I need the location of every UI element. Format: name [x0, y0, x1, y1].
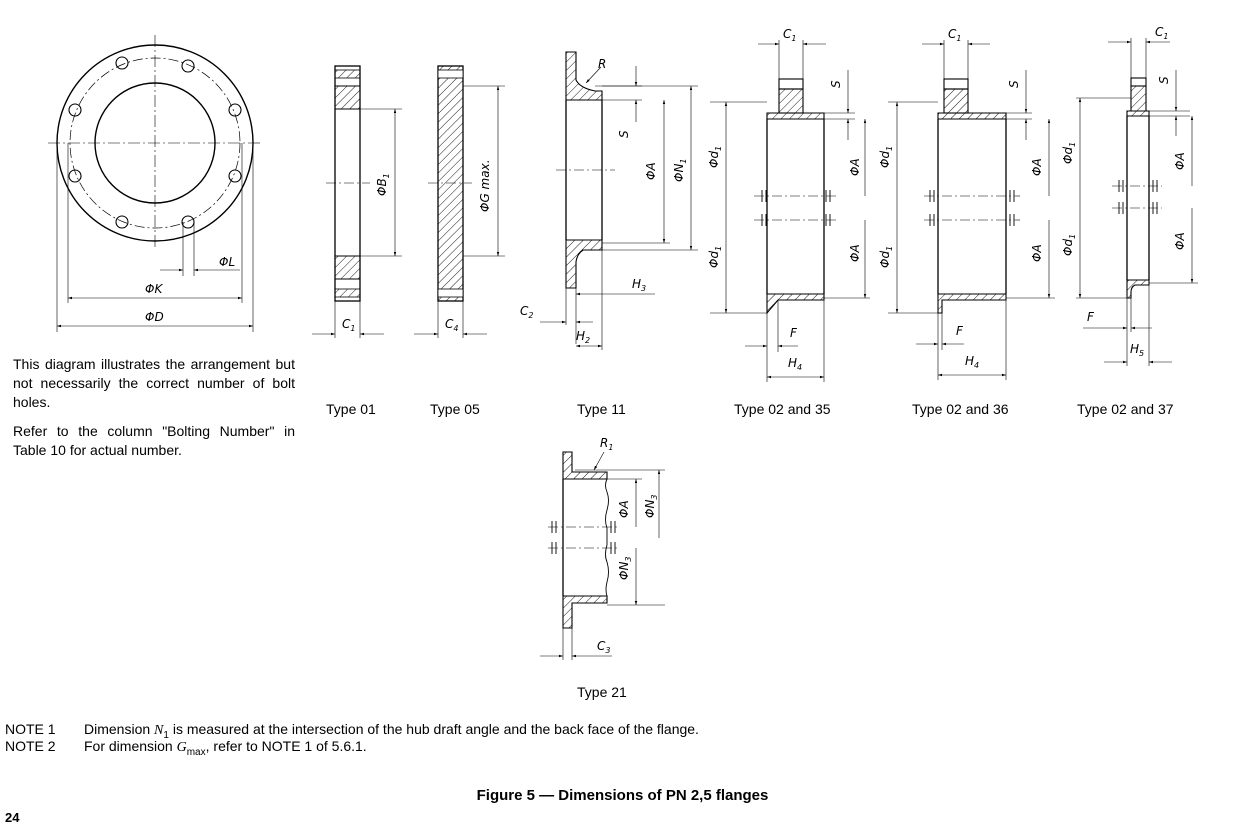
- caption-type11: Type 11: [577, 401, 626, 417]
- dim-F-type37: F: [1087, 310, 1095, 324]
- dim-L: ΦL: [219, 255, 235, 269]
- dim-d1a-type37: Φd1: [1061, 142, 1077, 164]
- type05-section: [414, 65, 505, 338]
- dim-d1b-type35: Φd1: [707, 246, 723, 268]
- type01-section: [312, 65, 402, 338]
- page-number: 24: [5, 810, 20, 825]
- dim-K: ΦK: [145, 282, 163, 296]
- dim-H4-type36: H4: [965, 354, 979, 370]
- dim-S-type11: S: [617, 130, 631, 138]
- dim-S-type37: S: [1157, 76, 1171, 84]
- dim-H5: H5: [1130, 342, 1144, 358]
- dim-F-type35: F: [790, 326, 798, 340]
- type21-section: [540, 451, 665, 660]
- dim-C4: C4: [445, 317, 458, 333]
- caption-type05: Type 05: [430, 401, 480, 417]
- type02-36-section: [888, 40, 1055, 380]
- caption-type02-36: Type 02 and 36: [912, 401, 1009, 417]
- dim-S-type36: S: [1007, 80, 1021, 88]
- dim-A2-type37: ΦA: [1173, 232, 1187, 250]
- dim-A1-type35: ΦA: [848, 158, 862, 176]
- dim-d1a-type36: Φd1: [878, 146, 894, 168]
- dim-C3: C3: [597, 639, 610, 655]
- dim-N3a: ΦN3: [643, 494, 659, 518]
- type02-37-section: [1076, 38, 1198, 366]
- dim-C1-type36: C1: [948, 27, 961, 43]
- dim-R1: R1: [600, 436, 613, 452]
- dim-D: ΦD: [145, 310, 164, 324]
- dim-C1-type35: C1: [783, 27, 796, 43]
- description-arrangement: This diagram illustrates the arrangement…: [13, 356, 295, 410]
- dim-A2-type36: ΦA: [1030, 244, 1044, 262]
- dim-d1b-type37: Φd1: [1061, 234, 1077, 256]
- caption-type21: Type 21: [577, 684, 627, 700]
- dim-S-type35: S: [829, 80, 843, 88]
- note-1-label: NOTE 1: [5, 721, 56, 737]
- dim-C2: C2: [520, 304, 533, 320]
- figure-title: Figure 5 — Dimensions of PN 2,5 flanges: [476, 787, 769, 804]
- dim-B1: ΦB1: [375, 173, 391, 196]
- note-2-text: For dimension Gmax, refer to NOTE 1 of 5…: [84, 738, 367, 758]
- dim-F-type36: F: [956, 324, 964, 338]
- note-1-text: Dimension N1 is measured at the intersec…: [84, 721, 699, 741]
- dim-N1: ΦN1: [672, 158, 688, 182]
- flange-face-view: [48, 35, 262, 332]
- dim-N3b: ΦN3: [617, 556, 633, 580]
- dim-d1b-type36: Φd1: [878, 246, 894, 268]
- dim-A1-type37: ΦA: [1173, 152, 1187, 170]
- dim-H4-type35: H4: [788, 356, 802, 372]
- dim-A2-type35: ΦA: [848, 244, 862, 262]
- dim-C1-type37: C1: [1155, 25, 1168, 41]
- dim-G: ΦG max.: [478, 159, 492, 212]
- dim-H2: H2: [576, 329, 590, 345]
- dim-A1-type36: ΦA: [1030, 158, 1044, 176]
- dim-R: R: [598, 57, 606, 71]
- dim-C1-type01: C1: [342, 317, 355, 333]
- note-2-label: NOTE 2: [5, 738, 56, 754]
- dim-d1a-type35: Φd1: [707, 146, 723, 168]
- dim-A-type21: ΦA: [617, 500, 631, 518]
- caption-type02-35: Type 02 and 35: [734, 401, 831, 417]
- type02-35-section: [710, 40, 870, 382]
- dim-A-type11: ΦA: [644, 162, 658, 180]
- caption-type02-37: Type 02 and 37: [1077, 401, 1174, 417]
- type11-section: [540, 51, 698, 350]
- dim-H3: H3: [632, 277, 646, 293]
- description-bolting: Refer to the column "Bolting Number" in …: [13, 423, 295, 458]
- caption-type01: Type 01: [326, 401, 376, 417]
